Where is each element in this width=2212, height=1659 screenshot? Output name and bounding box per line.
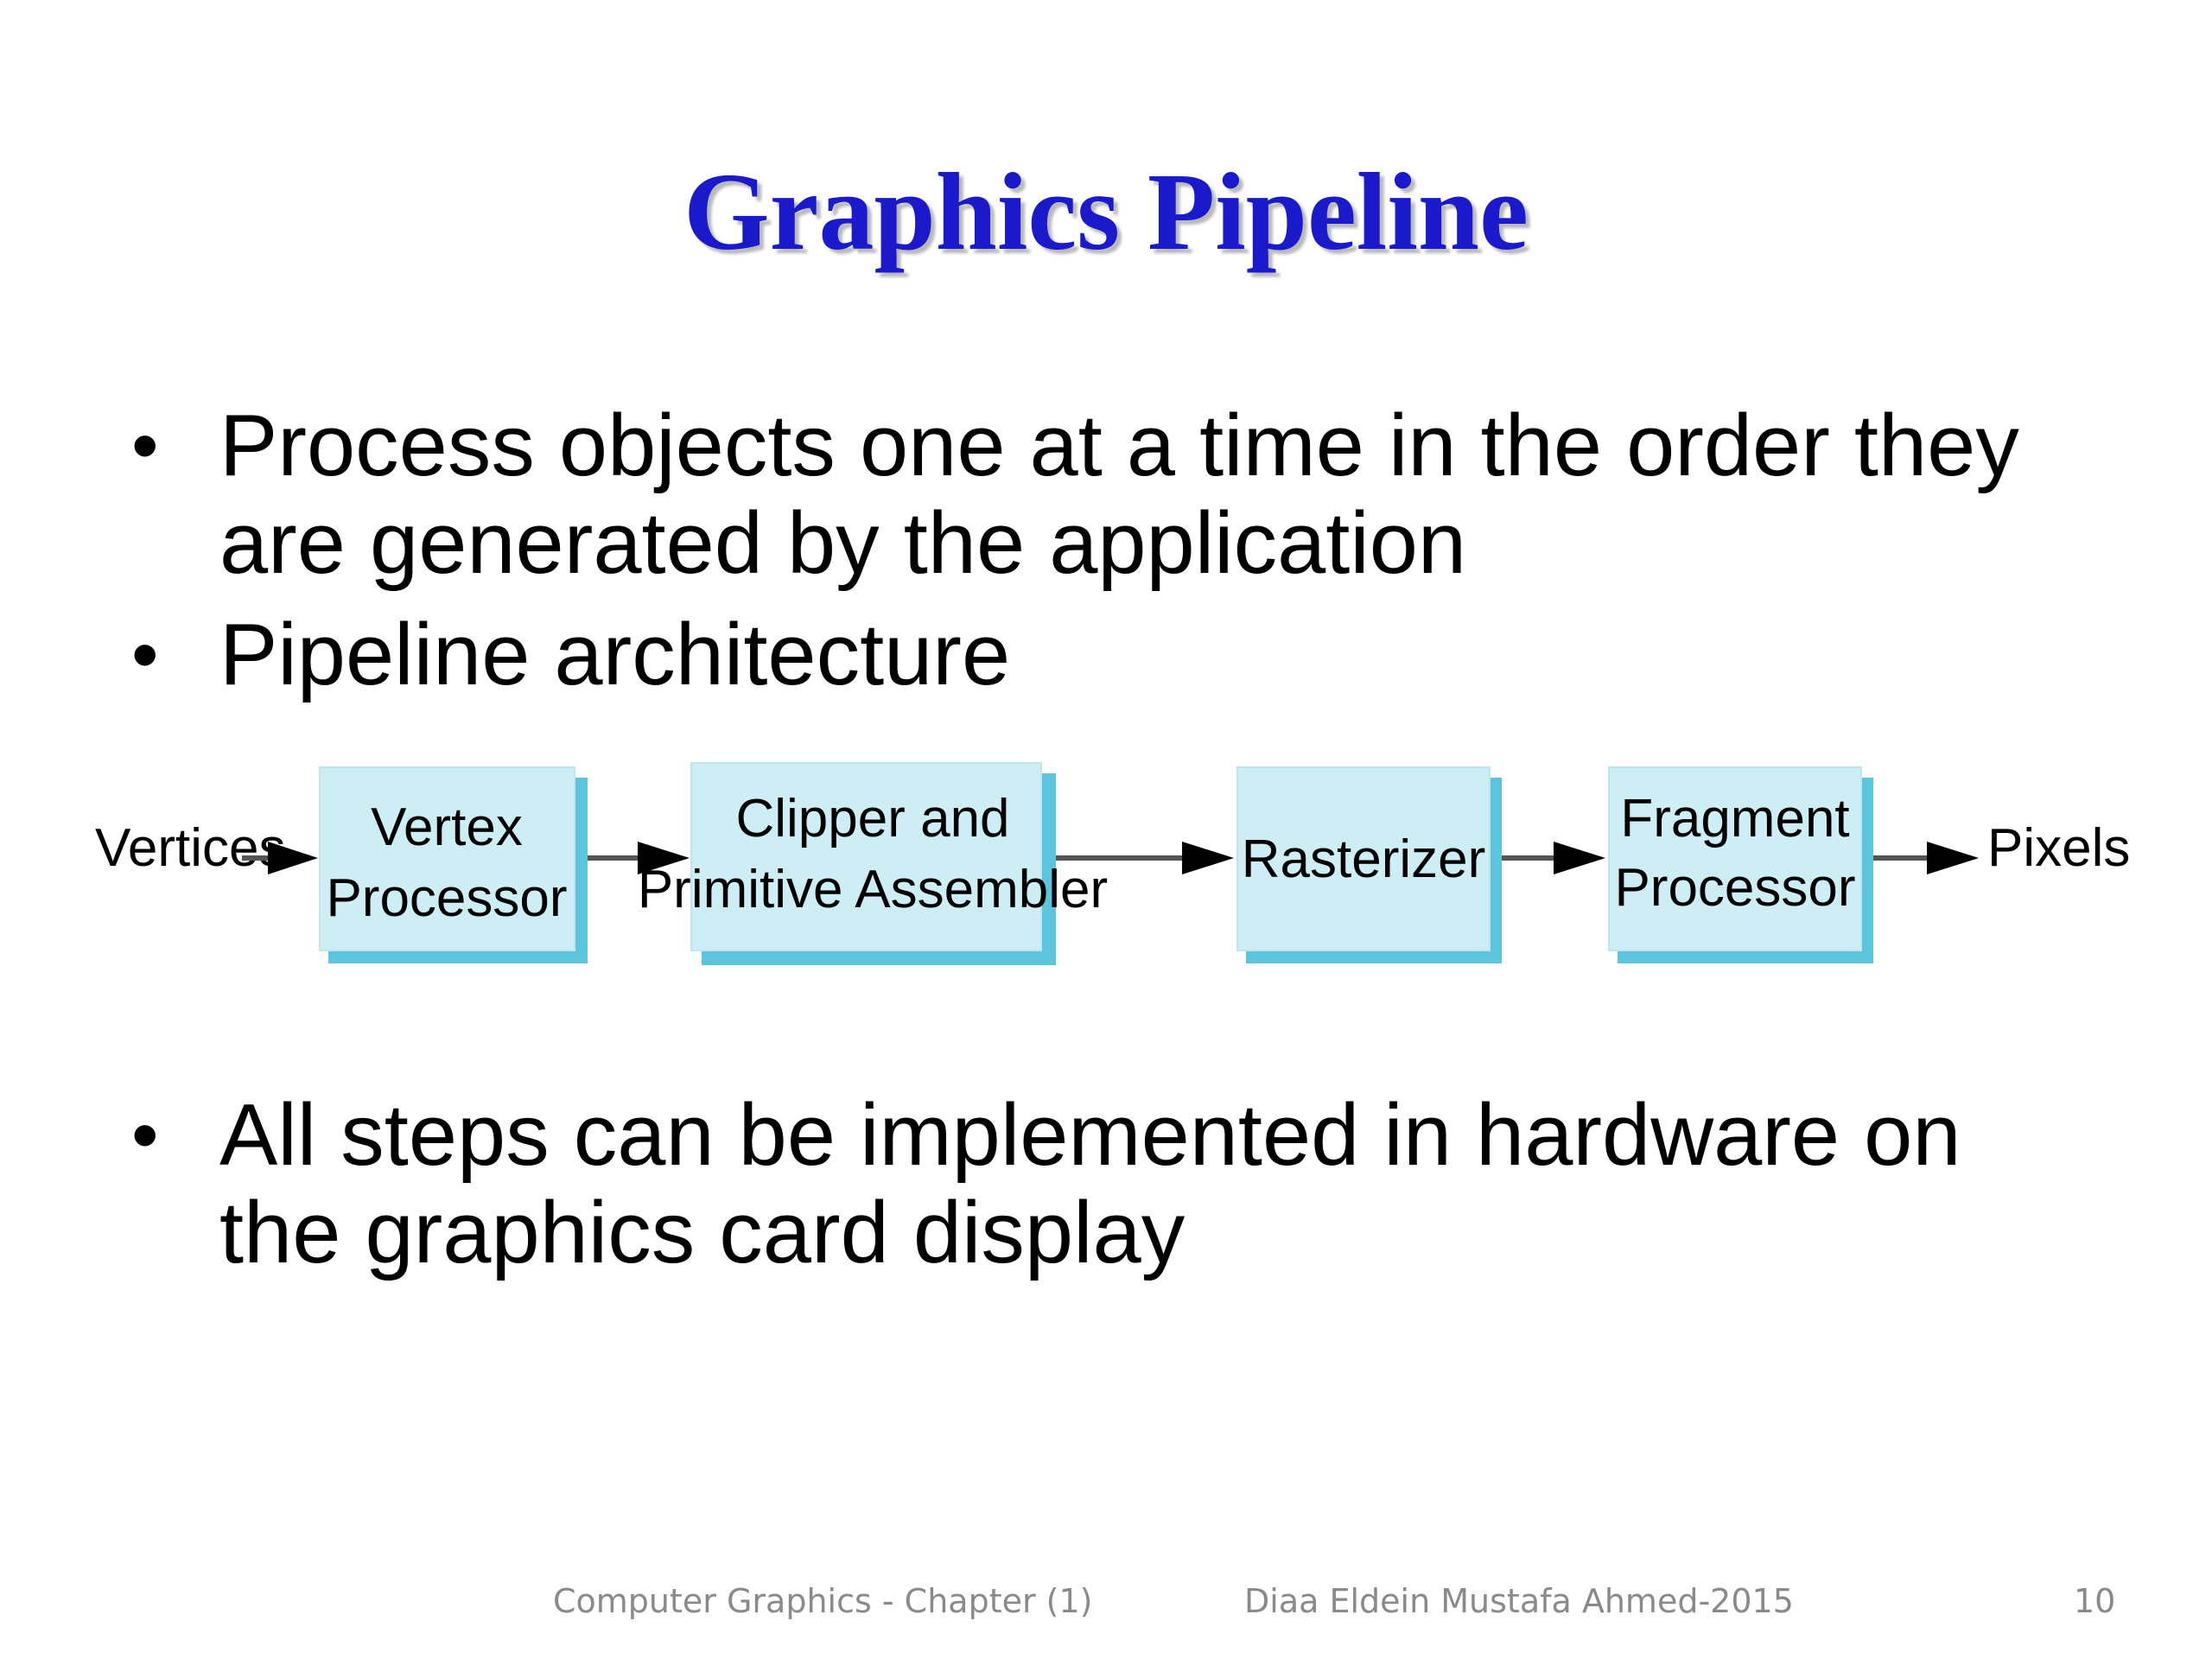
footer-author: Diaa Eldein Mustafa Ahmed-2015: [1244, 1582, 1794, 1620]
bullet-text-line: are generated by the application: [219, 495, 1467, 592]
bullet-item: • Pipeline architecture: [131, 607, 2103, 704]
stage-label: Vertex: [371, 798, 523, 857]
stage-label: Processor: [1614, 858, 1855, 918]
arrow-rasterizer-to-fragment: [1500, 842, 1605, 874]
stage-fragment-processor: Fragment Processor: [1608, 766, 1873, 963]
arrow-vertex-to-clipper: [581, 842, 690, 874]
bullet-dot: •: [131, 1092, 159, 1179]
arrow-vertices-to-vertex: [242, 842, 318, 874]
stage-label: Rasterizer: [1242, 830, 1486, 889]
slide-title: Graphics Pipeline: [683, 150, 1529, 273]
bullet-item: • All steps can be implemented in hardwa…: [131, 1087, 2103, 1282]
bullet-text-line: the graphics card display: [219, 1185, 1185, 1281]
stage-label: Processor: [326, 868, 567, 928]
stage-label: Primitive Assembler: [638, 860, 1108, 919]
bullet-text-line: Process objects one at a time in the ord…: [219, 397, 2019, 494]
stage-label: Fragment: [1620, 789, 1849, 849]
bullet-text-line: Pipeline architecture: [219, 607, 1011, 703]
bullet-dot: •: [131, 612, 159, 698]
output-label: Pixels: [1987, 818, 2130, 878]
footer-course: Computer Graphics - Chapter (1): [553, 1582, 1093, 1620]
arrow-clipper-to-rasterizer: [1056, 842, 1234, 874]
bullet-dot: •: [131, 403, 159, 489]
arrow-fragment-to-pixels: [1873, 842, 1979, 874]
pipeline-diagram: Vertices Vertex Processor: [95, 762, 2130, 965]
stage-label: Clipper and: [735, 789, 1009, 849]
stage-clipper-assembler: Clipper and Primitive Assembler: [638, 762, 1108, 965]
bullet-text-line: All steps can be implemented in hardware…: [219, 1087, 1961, 1184]
bullet-item: • Process objects one at a time in the o…: [131, 397, 2103, 593]
input-label: Vertices: [95, 818, 286, 878]
stage-vertex-processor: Vertex Processor: [319, 766, 588, 963]
footer-page-number: 10: [2074, 1582, 2116, 1620]
stage-rasterizer: Rasterizer: [1236, 766, 1502, 963]
